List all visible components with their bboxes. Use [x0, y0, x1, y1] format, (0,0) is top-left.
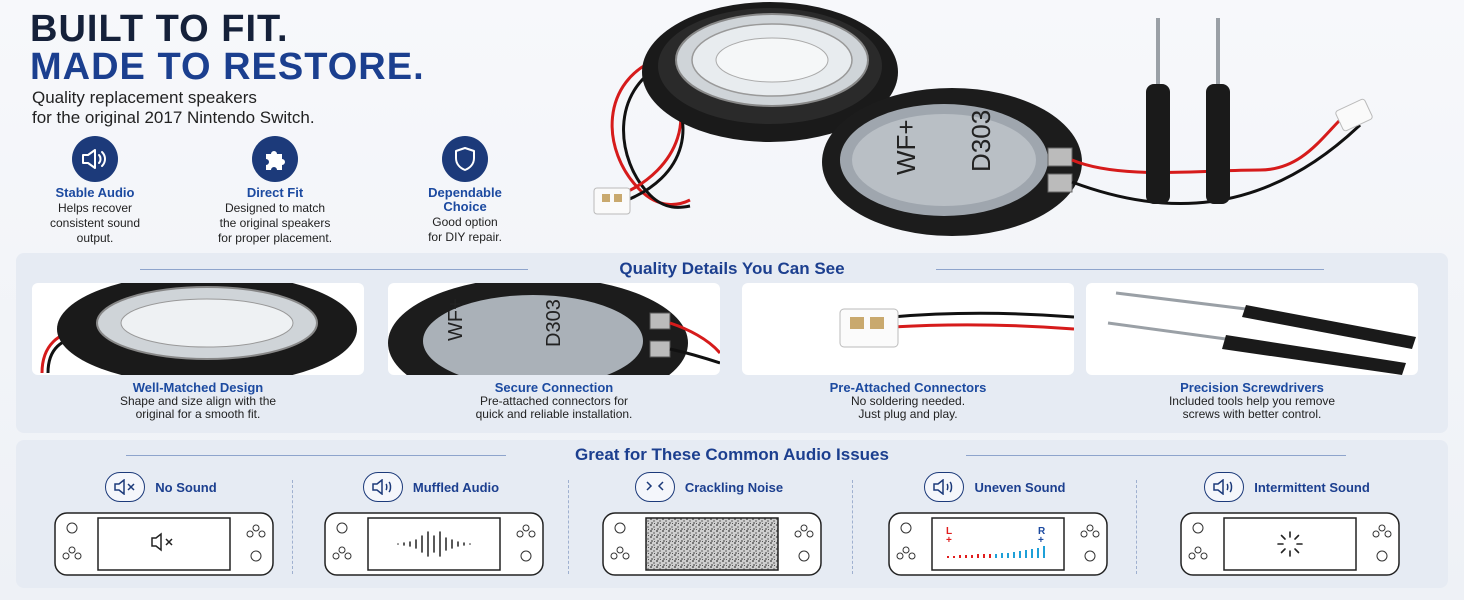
quality-image-terminals: WF+ D303 — [388, 283, 720, 375]
hero-subtitle-line1: Quality replacement speakers — [32, 88, 257, 107]
column-divider — [568, 480, 569, 574]
hero-title-line1: BUILT TO FIT. — [30, 8, 289, 50]
switch-console-illustration — [54, 512, 274, 576]
speaker-muted-icon — [105, 472, 146, 502]
shield-icon — [442, 136, 488, 182]
feature-title: Stable Audio — [55, 185, 135, 200]
divider-line — [966, 455, 1346, 456]
quality-caption-line: Shape and size align with the — [119, 394, 277, 408]
quality-image-connector — [742, 283, 1074, 375]
issue-no-sound: No Sound — [26, 470, 296, 580]
issue-label: Uneven Sound — [974, 479, 1066, 495]
speaker-wave-icon — [1204, 472, 1245, 502]
screwdriver — [1146, 18, 1170, 204]
feature-desc-line: Designed to match — [224, 201, 326, 215]
divider-line — [140, 269, 528, 270]
hero-subtitle-line2: for the original 2017 Nintendo Switch. — [32, 108, 315, 127]
left-channel-plus: + — [946, 535, 952, 546]
quality-caption-title: Pre-Attached Connectors — [829, 380, 987, 395]
quality-caption-line: original for a smooth fit. — [135, 407, 261, 421]
loading-spinner-icon — [1277, 531, 1303, 557]
feature-title: Direct Fit — [246, 185, 304, 200]
feature-dependable-choice: Dependable Choice Good option for DIY re… — [390, 136, 540, 244]
quality-caption: Pre-Attached Connectors No soldering nee… — [742, 380, 1074, 421]
column-divider — [852, 480, 853, 574]
connector-plug — [1335, 98, 1373, 132]
feature-desc-line: output. — [76, 231, 114, 245]
issue-intermittent-sound: Intermittent Sound — [1152, 470, 1422, 580]
quality-caption-line: Pre-attached connectors for — [479, 394, 629, 408]
issue-label: Intermittent Sound — [1254, 479, 1370, 495]
quality-caption-line: No soldering needed. — [850, 394, 966, 408]
quality-image-screwdrivers — [1086, 283, 1418, 375]
speaker-back: WF+ D303 — [822, 88, 1082, 236]
quality-caption-line: Just plug and play. — [858, 407, 958, 421]
speaker-icon — [72, 136, 118, 182]
feature-title-line: Choice — [443, 199, 487, 214]
quality-caption: Secure Connection Pre-attached connector… — [388, 380, 720, 421]
left-channel-label: L — [946, 526, 952, 537]
quality-caption-line: Included tools help you remove — [1168, 394, 1336, 408]
hero-subtitle: Quality replacement speakers for the ori… — [32, 88, 452, 128]
quality-caption-line: screws with better control. — [1182, 407, 1322, 421]
speaker-label-wf: WF+ — [891, 119, 921, 175]
issues-section: Great for These Common Audio Issues No S… — [16, 440, 1448, 588]
feature-desc-line: consistent sound — [49, 216, 141, 230]
connector-plug — [593, 187, 631, 215]
speaker-low-icon — [362, 472, 403, 502]
quality-caption: Precision Screwdrivers Included tools he… — [1086, 380, 1418, 421]
quality-title: Quality Details You Can See — [619, 259, 845, 278]
speaker-label-wf: WF+ — [445, 298, 467, 341]
issue-label: Crackling Noise — [684, 479, 784, 495]
switch-console-illustration: L + R + — [888, 512, 1108, 576]
quality-caption-title: Secure Connection — [494, 380, 614, 395]
quality-section: Quality Details You Can See Well-Matched… — [16, 253, 1448, 433]
quality-caption-title: Well-Matched Design — [132, 380, 264, 395]
divider-line — [126, 455, 506, 456]
divider-line — [936, 269, 1324, 270]
puzzle-icon — [252, 136, 298, 182]
waveform — [397, 531, 471, 557]
switch-console-illustration — [602, 512, 822, 576]
issue-uneven-sound: Uneven Sound L + R + — [860, 470, 1130, 580]
issue-label: No Sound — [155, 479, 217, 495]
speaker-wave-icon — [924, 472, 965, 502]
feature-desc-line: Helps recover — [57, 201, 133, 215]
feature-desc-line: the original speakers — [219, 216, 331, 230]
quality-image-speaker — [32, 283, 364, 375]
feature-desc-line: for proper placement. — [217, 231, 333, 245]
feature-desc-line: for DIY repair. — [428, 230, 502, 244]
right-channel-label: R — [1038, 526, 1046, 537]
product-illustration: WF+ D303 — [593, 2, 1373, 236]
issue-label: Muffled Audio — [412, 479, 500, 495]
feature-desc-line: Good option — [432, 215, 498, 229]
quality-caption-title: Precision Screwdrivers — [1180, 380, 1324, 395]
column-divider — [1136, 480, 1137, 574]
switch-console-illustration — [324, 512, 544, 576]
level-meter — [947, 546, 1045, 558]
hero-title: BUILT TO FIT. MADE TO RESTORE. — [30, 10, 425, 86]
issue-muffled-audio: Muffled Audio — [296, 470, 566, 580]
feature-stable-audio: Stable Audio Helps recover consistent so… — [20, 136, 170, 245]
screwdriver — [1206, 18, 1230, 204]
speaker-label-d303: D303 — [543, 299, 565, 347]
quality-caption: Well-Matched Design Shape and size align… — [32, 380, 364, 421]
right-channel-plus: + — [1038, 535, 1044, 546]
feature-title-line: Dependable — [428, 185, 502, 200]
feature-direct-fit: Direct Fit Designed to match the origina… — [200, 136, 350, 245]
hero-title-line2: MADE TO RESTORE. — [30, 46, 425, 88]
issue-crackling-noise: Crackling Noise — [574, 470, 844, 580]
speaker-front — [642, 2, 898, 142]
switch-console-illustration — [1180, 512, 1400, 576]
quality-caption-line: quick and reliable installation. — [475, 407, 633, 421]
feature-list: Stable Audio Helps recover consistent so… — [20, 136, 520, 246]
column-divider — [292, 480, 293, 574]
crackle-icon — [634, 472, 675, 502]
issues-title: Great for These Common Audio Issues — [575, 445, 889, 464]
speaker-label-d303: D303 — [966, 110, 996, 172]
